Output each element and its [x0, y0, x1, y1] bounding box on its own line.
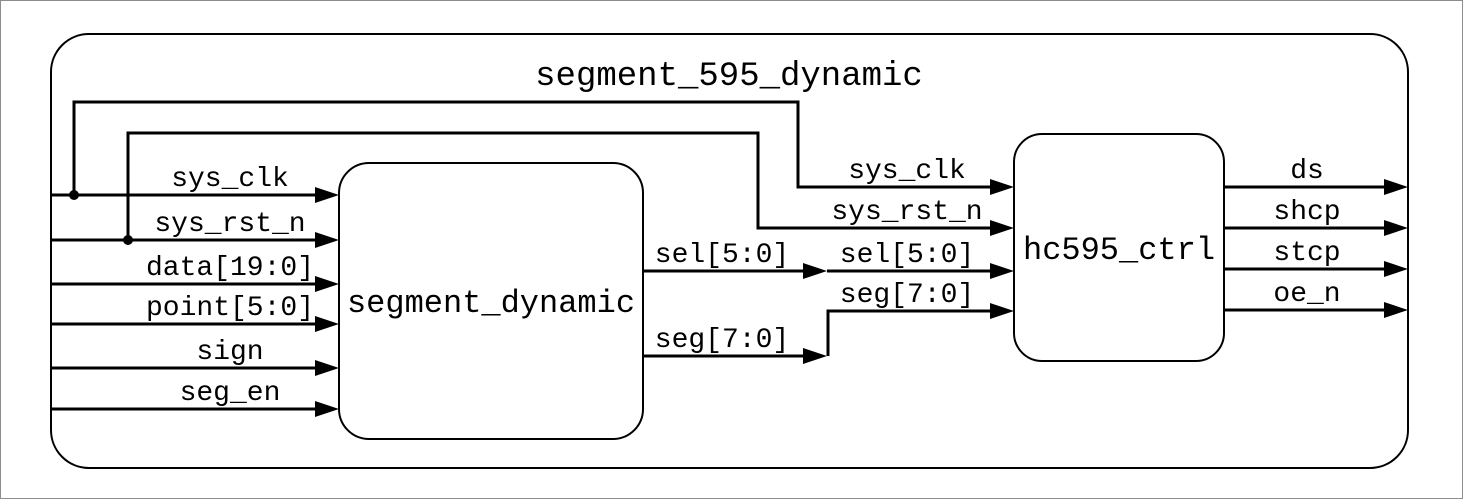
arrowhead-sys-clk-hc595 — [990, 179, 1014, 195]
arrowhead-sys-rst-n-hc595 — [990, 220, 1014, 236]
arrowhead-data-input — [315, 276, 339, 292]
label-output-stcp: stcp — [1273, 238, 1340, 269]
arrowhead-ds-output — [1384, 179, 1408, 195]
wire-sys-rst-n-branch — [126, 131, 991, 240]
segment-dynamic-label: segment_dynamic — [347, 285, 635, 322]
arrowhead-sel-mid — [803, 263, 827, 279]
segment-dynamic-box — [338, 162, 644, 440]
label-sel-out: sel[5:0] — [655, 240, 789, 271]
label-hc595-sys-clk: sys_clk — [848, 156, 966, 187]
outer-module-title: segment_595_dynamic — [535, 58, 923, 96]
label-output-oe-n: oe_n — [1273, 279, 1340, 310]
arrowhead-sign-input — [315, 360, 339, 376]
label-hc595-seg: seg[7:0] — [840, 280, 974, 311]
arrowhead-point-input — [315, 316, 339, 332]
outer-module-box — [50, 33, 1409, 469]
label-input-point: point[5:0] — [146, 293, 314, 324]
arrowhead-oe-n-output — [1384, 302, 1408, 318]
label-input-data: data[19:0] — [146, 253, 314, 284]
label-input-seg-en: seg_en — [180, 378, 281, 409]
label-input-sign: sign — [196, 337, 263, 368]
label-input-sys-rst-n: sys_rst_n — [154, 209, 305, 240]
arrowhead-sys-rst-n-input — [315, 232, 339, 248]
arrowhead-shcp-output — [1384, 220, 1408, 236]
arrowhead-stcp-output — [1384, 261, 1408, 277]
hc595-ctrl-label: hc595_ctrl — [1023, 232, 1215, 269]
label-output-shcp: shcp — [1273, 197, 1340, 228]
wire-sys-clk-branch — [72, 100, 991, 195]
arrowhead-sys-clk-input — [315, 187, 339, 203]
wire-seg-in — [826, 309, 991, 356]
label-output-ds: ds — [1290, 156, 1324, 187]
arrowhead-seg-mid — [803, 348, 827, 364]
arrowhead-seg-en-input — [315, 401, 339, 417]
junction-dot-sys-rst-n — [123, 235, 133, 245]
label-input-sys-clk: sys_clk — [171, 164, 289, 195]
hc595-ctrl-box — [1013, 133, 1225, 362]
arrowhead-sel-hc595 — [990, 263, 1014, 279]
label-seg-out: seg[7:0] — [655, 325, 789, 356]
label-hc595-sel: sel[5:0] — [840, 240, 974, 271]
label-hc595-sys-rst-n: sys_rst_n — [831, 197, 982, 228]
junction-dot-sys-clk — [69, 190, 79, 200]
arrowhead-seg-hc595 — [990, 303, 1014, 319]
